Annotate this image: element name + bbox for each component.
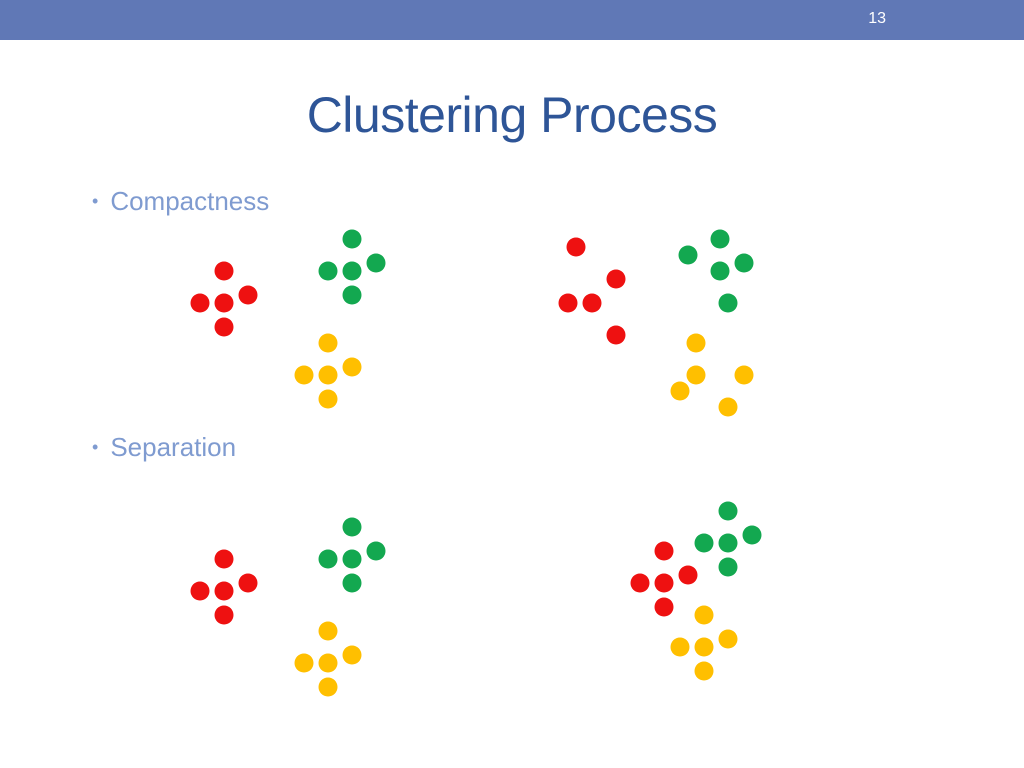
bullet-compactness: • Compactness — [92, 186, 269, 217]
bullet-marker: • — [92, 191, 99, 211]
red-point — [606, 325, 626, 345]
yellow-point — [342, 357, 362, 377]
red-point — [558, 293, 578, 313]
yellow-point — [686, 333, 706, 353]
green-point — [318, 549, 338, 569]
yellow-cluster — [294, 333, 362, 409]
red-point — [582, 293, 602, 313]
slide-number: 13 — [868, 10, 886, 27]
red-point — [214, 549, 234, 569]
green-point — [342, 261, 362, 281]
red-point — [190, 293, 210, 313]
red-cluster — [190, 549, 258, 625]
yellow-point — [718, 397, 738, 417]
green-point — [366, 253, 386, 273]
diagram-compactness-loose — [558, 229, 754, 417]
green-point — [366, 541, 386, 561]
green-point — [734, 253, 754, 273]
green-point — [342, 285, 362, 305]
red-cluster — [190, 261, 258, 337]
bullet-separation: • Separation — [92, 432, 236, 463]
green-cluster — [318, 517, 386, 593]
yellow-point — [342, 645, 362, 665]
red-point — [214, 605, 234, 625]
green-cluster — [678, 229, 754, 313]
yellow-point — [694, 661, 714, 681]
yellow-point — [318, 365, 338, 385]
red-point — [190, 581, 210, 601]
diagram-compactness-tight — [190, 229, 386, 409]
yellow-point — [294, 365, 314, 385]
yellow-point — [318, 653, 338, 673]
red-point — [678, 565, 698, 585]
green-cluster — [694, 501, 762, 577]
green-point — [742, 525, 762, 545]
slide-title: Clustering Process — [306, 87, 718, 143]
green-point — [718, 557, 738, 577]
yellow-point — [294, 653, 314, 673]
green-point — [718, 501, 738, 521]
green-point — [678, 245, 698, 265]
green-point — [342, 229, 362, 249]
yellow-cluster — [294, 621, 362, 697]
bullet-label: Compactness — [110, 186, 270, 216]
yellow-cluster — [670, 605, 738, 681]
yellow-point — [318, 389, 338, 409]
red-cluster — [558, 237, 626, 345]
green-point — [718, 293, 738, 313]
green-cluster — [318, 229, 386, 305]
red-point — [214, 581, 234, 601]
red-point — [238, 285, 258, 305]
diagram-separation-well — [190, 517, 386, 697]
yellow-point — [718, 629, 738, 649]
bullet-marker: • — [92, 437, 99, 457]
yellow-point — [670, 381, 690, 401]
yellow-point — [670, 637, 690, 657]
yellow-point — [694, 605, 714, 625]
red-point — [654, 541, 674, 561]
green-point — [318, 261, 338, 281]
header-bar — [0, 0, 1024, 40]
yellow-cluster — [670, 333, 754, 417]
green-point — [342, 573, 362, 593]
red-point — [606, 269, 626, 289]
yellow-point — [734, 365, 754, 385]
red-point — [654, 597, 674, 617]
red-point — [214, 317, 234, 337]
green-point — [342, 517, 362, 537]
green-point — [710, 261, 730, 281]
green-point — [718, 533, 738, 553]
green-point — [710, 229, 730, 249]
red-point — [238, 573, 258, 593]
yellow-point — [318, 677, 338, 697]
green-point — [342, 549, 362, 569]
red-point — [630, 573, 650, 593]
yellow-point — [694, 637, 714, 657]
yellow-point — [318, 333, 338, 353]
red-point — [214, 261, 234, 281]
yellow-point — [686, 365, 706, 385]
red-cluster — [630, 541, 698, 617]
green-point — [694, 533, 714, 553]
bullet-label: Separation — [110, 432, 237, 462]
red-point — [654, 573, 674, 593]
red-point — [214, 293, 234, 313]
diagram-separation-poor — [630, 501, 762, 681]
red-point — [566, 237, 586, 257]
yellow-point — [318, 621, 338, 641]
